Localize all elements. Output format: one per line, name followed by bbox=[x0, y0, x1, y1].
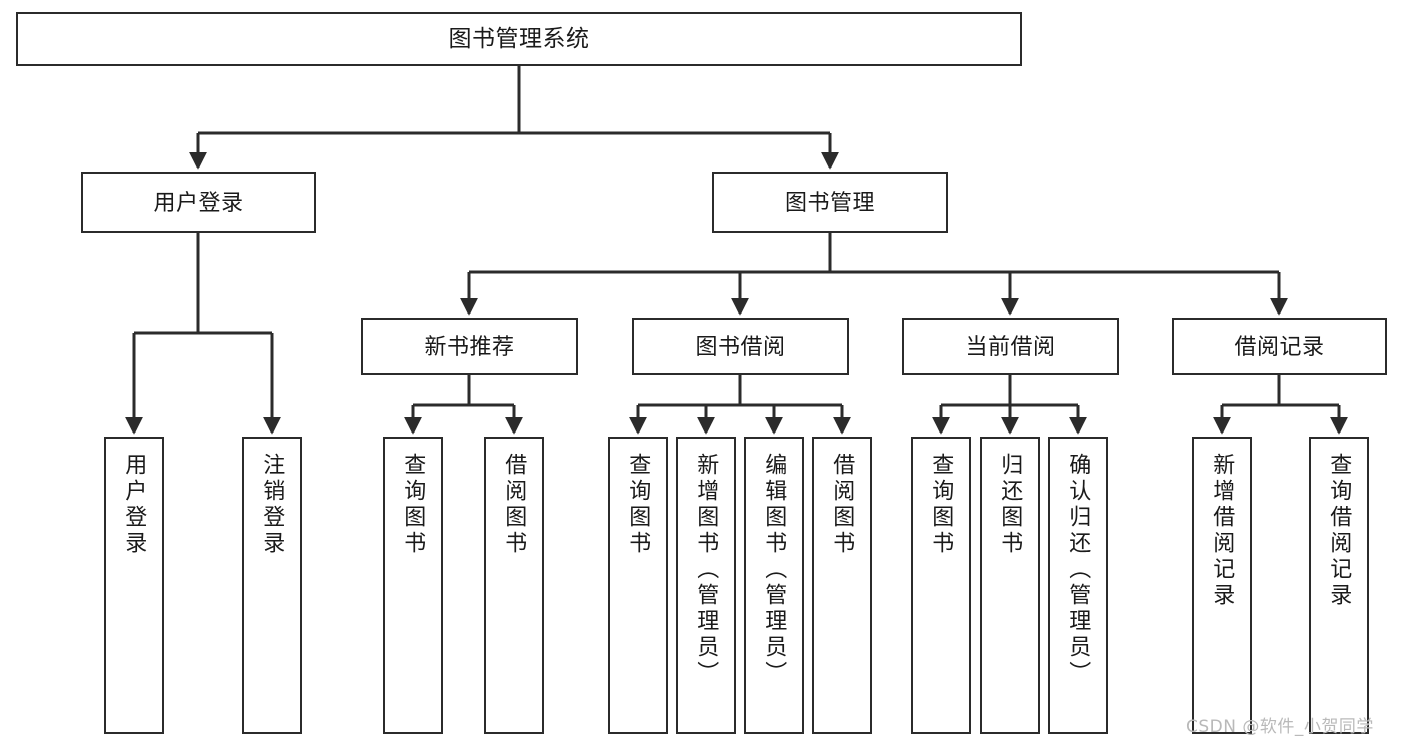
node-root-library-system[interactable]: 图书管理系统 bbox=[16, 12, 1022, 66]
node-label: 注销登录 bbox=[260, 453, 286, 557]
node-book-management[interactable]: 图书管理 bbox=[712, 172, 948, 233]
leaf-current-borrow-return[interactable]: 归还图书 bbox=[980, 437, 1040, 734]
node-label: 借阅记录 bbox=[1234, 333, 1325, 359]
leaf-current-borrow-confirm-return[interactable]: 确认归还（管理员） bbox=[1048, 437, 1108, 734]
leaf-book-borrow-add[interactable]: 新增图书（管理员） bbox=[676, 437, 736, 734]
node-label: 新增借阅记录 bbox=[1210, 453, 1236, 609]
node-label: 归还图书 bbox=[998, 453, 1024, 557]
node-book-borrow[interactable]: 图书借阅 bbox=[632, 318, 849, 375]
leaf-book-borrow-query[interactable]: 查询图书 bbox=[608, 437, 668, 734]
leaf-user-login-logout[interactable]: 注销登录 bbox=[242, 437, 302, 734]
node-label: 用户登录 bbox=[122, 453, 148, 557]
leaf-current-borrow-query[interactable]: 查询图书 bbox=[911, 437, 971, 734]
node-label: 确认归还（管理员） bbox=[1066, 453, 1092, 687]
node-borrow-record[interactable]: 借阅记录 bbox=[1172, 318, 1387, 375]
node-label: 图书管理系统 bbox=[448, 25, 590, 52]
leaf-new-book-query[interactable]: 查询图书 bbox=[383, 437, 443, 734]
node-new-book-recommend[interactable]: 新书推荐 bbox=[361, 318, 578, 375]
node-label: 图书借阅 bbox=[695, 333, 786, 359]
node-label: 编辑图书（管理员） bbox=[762, 453, 788, 687]
node-label: 图书管理 bbox=[784, 189, 875, 215]
node-label: 借阅图书 bbox=[502, 453, 528, 557]
leaf-borrow-record-query[interactable]: 查询借阅记录 bbox=[1309, 437, 1369, 734]
node-label: 查询图书 bbox=[626, 453, 652, 557]
node-label: 借阅图书 bbox=[830, 453, 856, 557]
leaf-book-borrow-borrow[interactable]: 借阅图书 bbox=[812, 437, 872, 734]
node-label: 查询图书 bbox=[929, 453, 955, 557]
node-label: 查询图书 bbox=[401, 453, 427, 557]
leaf-user-login-login[interactable]: 用户登录 bbox=[104, 437, 164, 734]
node-user-login[interactable]: 用户登录 bbox=[81, 172, 316, 233]
node-label: 用户登录 bbox=[153, 189, 244, 215]
leaf-book-borrow-edit[interactable]: 编辑图书（管理员） bbox=[744, 437, 804, 734]
leaf-new-book-borrow[interactable]: 借阅图书 bbox=[484, 437, 544, 734]
node-label: 查询借阅记录 bbox=[1327, 453, 1353, 609]
node-label: 新增图书（管理员） bbox=[694, 453, 720, 687]
node-label: 当前借阅 bbox=[965, 333, 1056, 359]
node-current-borrow[interactable]: 当前借阅 bbox=[902, 318, 1119, 375]
leaf-borrow-record-add[interactable]: 新增借阅记录 bbox=[1192, 437, 1252, 734]
csdn-watermark: CSDN @软件_小贺同学 bbox=[1186, 717, 1374, 737]
node-label: 新书推荐 bbox=[424, 333, 515, 359]
